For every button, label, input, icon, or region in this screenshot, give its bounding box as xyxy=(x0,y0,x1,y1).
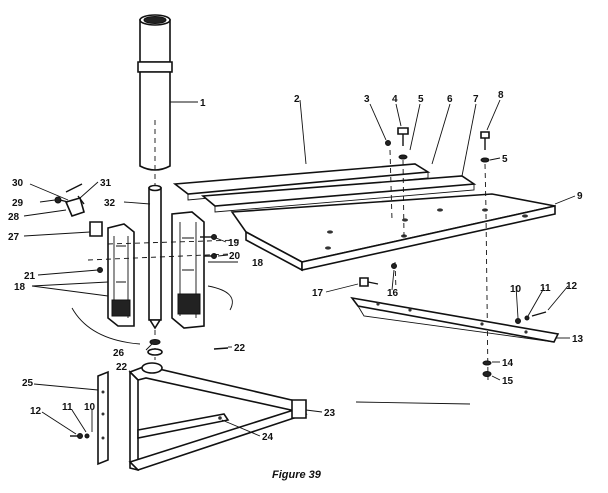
callout-12b: 12 xyxy=(30,406,42,417)
main-table xyxy=(230,193,556,272)
callout-22: 22 xyxy=(234,343,246,354)
triangular-frame xyxy=(128,362,308,472)
callout-26: 26 xyxy=(113,348,125,359)
callout-3: 3 xyxy=(364,94,370,105)
callout-22b: 22 xyxy=(116,362,128,373)
bracket-outline-curve xyxy=(71,307,141,345)
column-tube xyxy=(137,14,173,171)
callout-29: 29 xyxy=(12,198,24,209)
callout-31: 31 xyxy=(100,178,112,189)
clamp-parts xyxy=(54,183,103,237)
middle-board xyxy=(200,175,477,213)
callout-11: 11 xyxy=(540,283,551,294)
callout-20: 20 xyxy=(229,251,241,262)
callout-17: 17 xyxy=(312,288,324,299)
callout-28: 28 xyxy=(8,212,20,223)
alignment-lines xyxy=(87,120,489,381)
callout-30: 30 xyxy=(12,178,24,189)
callout-15: 15 xyxy=(502,376,514,387)
callout-12: 12 xyxy=(566,281,578,292)
frame-leg xyxy=(97,370,109,466)
callout-14: 14 xyxy=(502,358,514,369)
rail-hardware xyxy=(359,263,547,377)
callout-5b: 5 xyxy=(502,154,508,165)
callout-19: 19 xyxy=(228,238,240,249)
callout-25: 25 xyxy=(22,378,34,389)
callout-18b: 18 xyxy=(14,282,26,293)
callout-10b: 10 xyxy=(84,402,96,413)
callout-27: 27 xyxy=(8,232,20,243)
bracket-outline-curve-right xyxy=(207,285,233,311)
callout-11b: 11 xyxy=(62,402,73,413)
callout-4: 4 xyxy=(392,94,398,105)
column-post xyxy=(148,184,162,330)
callout-24: 24 xyxy=(262,432,274,443)
mount-hardware xyxy=(147,339,229,356)
leg-hardware xyxy=(70,433,90,439)
callout-10: 10 xyxy=(510,284,522,295)
figure-caption: Figure 39 xyxy=(272,469,322,481)
table-hardware xyxy=(385,127,490,163)
left-support-bracket xyxy=(107,223,135,327)
callout-32: 32 xyxy=(104,198,116,209)
bracket-fasteners xyxy=(97,234,217,273)
callout-9: 9 xyxy=(577,191,583,202)
callout-labels: 1 2 3 4 5 6 7 8 5 9 30 31 29 28 32 27 19… xyxy=(8,90,584,443)
callout-8: 8 xyxy=(498,90,504,101)
side-rail xyxy=(350,296,560,343)
reference-line xyxy=(355,401,471,405)
callout-5: 5 xyxy=(418,94,424,105)
callout-23: 23 xyxy=(324,408,336,419)
right-support-bracket xyxy=(171,211,205,329)
callout-2: 2 xyxy=(294,94,300,105)
leader-lines xyxy=(23,99,576,437)
callout-7: 7 xyxy=(473,94,479,105)
callout-21: 21 xyxy=(24,271,36,282)
callout-16: 16 xyxy=(387,288,399,299)
callout-1: 1 xyxy=(200,98,206,109)
callout-6: 6 xyxy=(447,94,453,105)
callout-18a: 18 xyxy=(252,258,264,269)
callout-13: 13 xyxy=(572,334,584,345)
